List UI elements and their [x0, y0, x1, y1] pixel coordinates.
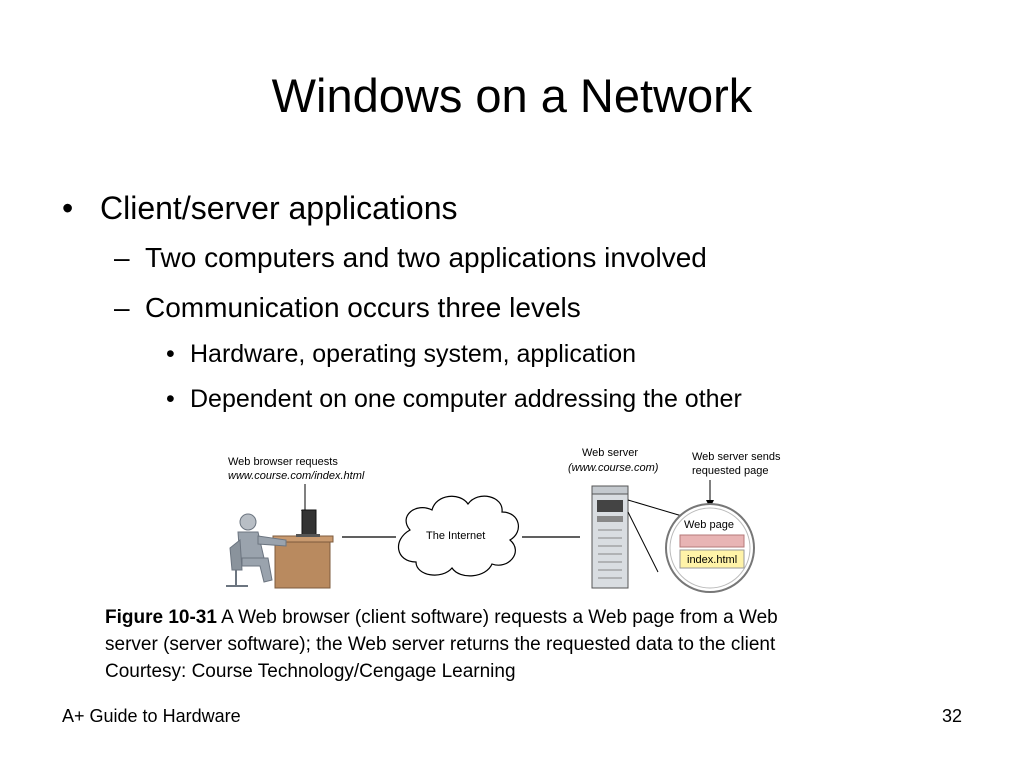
- index-file-label: index.html: [687, 554, 737, 566]
- bullet-marker: •: [62, 190, 74, 226]
- dash-marker: –: [114, 242, 130, 273]
- slide-title: Windows on a Network: [271, 69, 753, 122]
- sub-sub-bullet-hardware: Hardware, operating system, application: [190, 340, 637, 368]
- client-request-label: Web browser requests: [228, 456, 338, 468]
- web-page-magnifier: [665, 503, 755, 593]
- internet-cloud-icon: [398, 495, 519, 577]
- caption-line-1: A Web browser (client software) requests…: [216, 607, 778, 628]
- web-page-label: Web page: [684, 519, 734, 531]
- zoom-line-top: [627, 499, 683, 517]
- sub-sub-bullet-dependent: Dependent on one computer addressing the…: [190, 385, 742, 413]
- caption-line-2: server (server software); the Web server…: [105, 634, 776, 655]
- server-sends-label: Web server sends: [692, 451, 781, 463]
- web-server-icon: [591, 485, 629, 589]
- internet-label: The Internet: [426, 530, 485, 542]
- zoom-line-bottom: [627, 511, 659, 573]
- client-request-url: www.course.com/index.html: [228, 470, 365, 482]
- bullet-marker: •: [166, 385, 175, 413]
- bullet-client-server: Client/server applications: [100, 190, 458, 226]
- footer-course-title: A+ Guide to Hardware: [62, 706, 241, 726]
- person-at-computer-icon: [226, 509, 334, 589]
- figure-reference: Figure 10-31: [105, 607, 217, 628]
- web-server-label: Web server: [582, 447, 638, 459]
- web-server-domain: (www.course.com): [568, 462, 659, 474]
- caption-courtesy: Courtesy: Course Technology/Cengage Lear…: [105, 661, 516, 682]
- dash-marker: –: [114, 292, 130, 323]
- bullet-marker: •: [166, 340, 175, 368]
- sub-bullet-two-computers: Two computers and two applications invol…: [145, 242, 707, 273]
- figure-caption: Figure 10-31 A Web browser (client softw…: [105, 604, 935, 685]
- client-server-figure: Web browser requests www.course.com/inde…: [226, 447, 781, 593]
- server-sends-label-2: requested page: [692, 465, 768, 477]
- sub-bullet-communication: Communication occurs three levels: [145, 292, 581, 323]
- slide-number: 32: [941, 706, 962, 726]
- bullet-list: • Client/server applications – Two compu…: [62, 190, 742, 413]
